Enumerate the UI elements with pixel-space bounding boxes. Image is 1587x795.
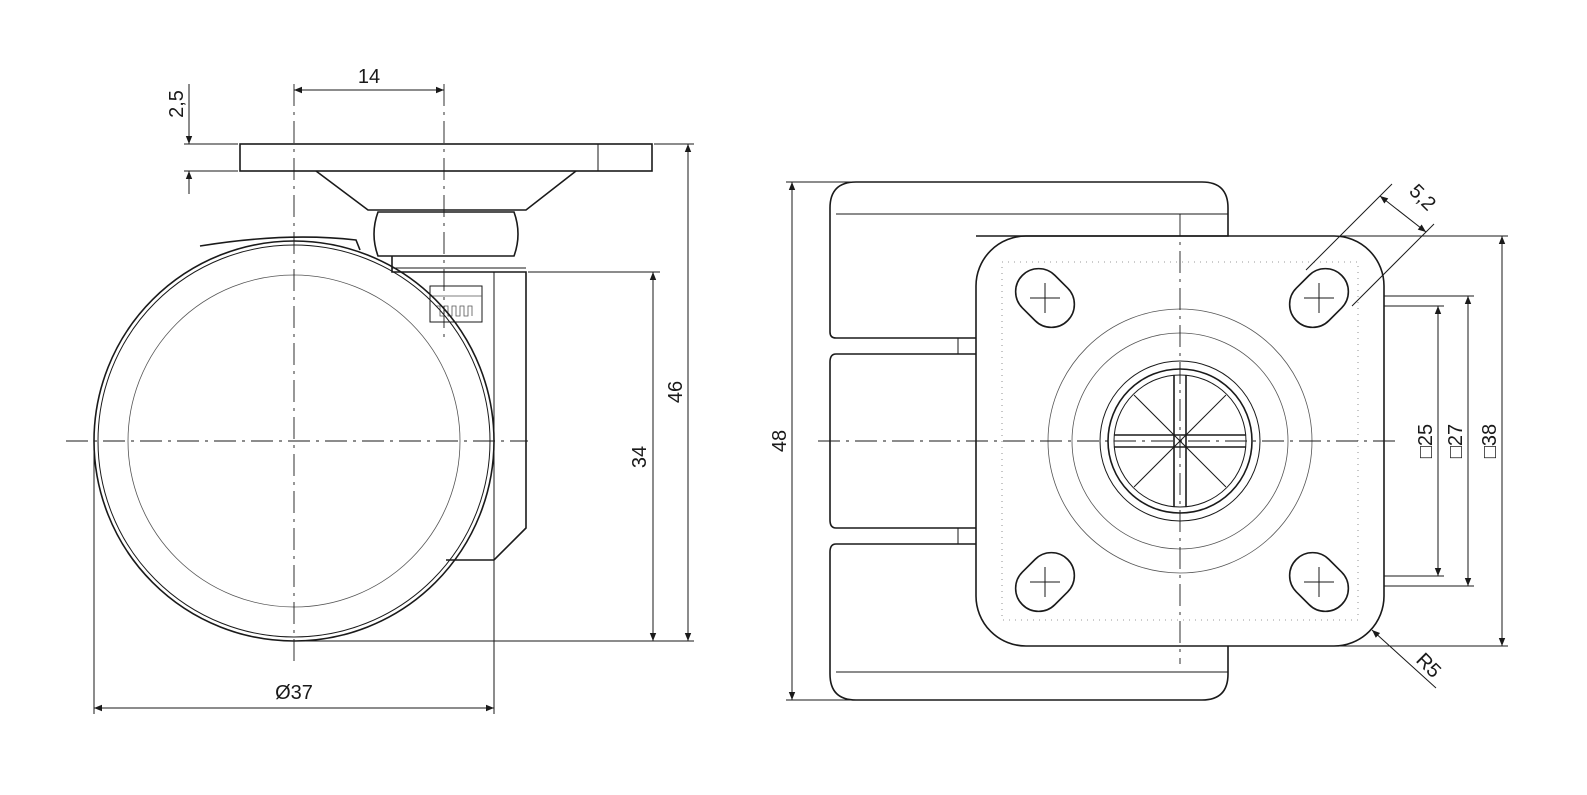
fork-body xyxy=(391,256,527,561)
dim-total-height: 46 xyxy=(665,381,687,403)
mounting-hole-br xyxy=(1288,551,1350,613)
fork-outline xyxy=(829,181,1229,339)
mounting-hole-tr xyxy=(1288,267,1350,329)
dim-square-38: □38 xyxy=(1479,424,1501,458)
dim-plate-thickness: 2,5 xyxy=(166,90,188,118)
side-view: 2,5 14 46 34 Ø37 xyxy=(66,66,694,714)
dim-width: 48 xyxy=(769,430,791,452)
swivel-neck xyxy=(373,211,519,257)
dim-axle-height: 34 xyxy=(629,446,651,468)
dim-wheel-diameter: Ø37 xyxy=(275,682,313,704)
plate-cone xyxy=(315,170,577,211)
mounting-hole-bl xyxy=(1014,551,1076,613)
dim-hole-size: 5,2 xyxy=(1405,180,1440,215)
dim-stem-offset: 14 xyxy=(358,66,380,88)
mounting-plate xyxy=(239,143,653,172)
brake-tab xyxy=(429,285,483,323)
dim-square-25: □25 xyxy=(1415,424,1437,458)
mounting-hole-tl xyxy=(1014,267,1076,329)
dim-corner-radius: R5 xyxy=(1411,649,1445,683)
fork-bottom-band xyxy=(829,543,1229,701)
dim-square-27: □27 xyxy=(1445,424,1467,458)
top-view: 48 □38 □27 □25 5,2 R5 xyxy=(769,180,1508,701)
